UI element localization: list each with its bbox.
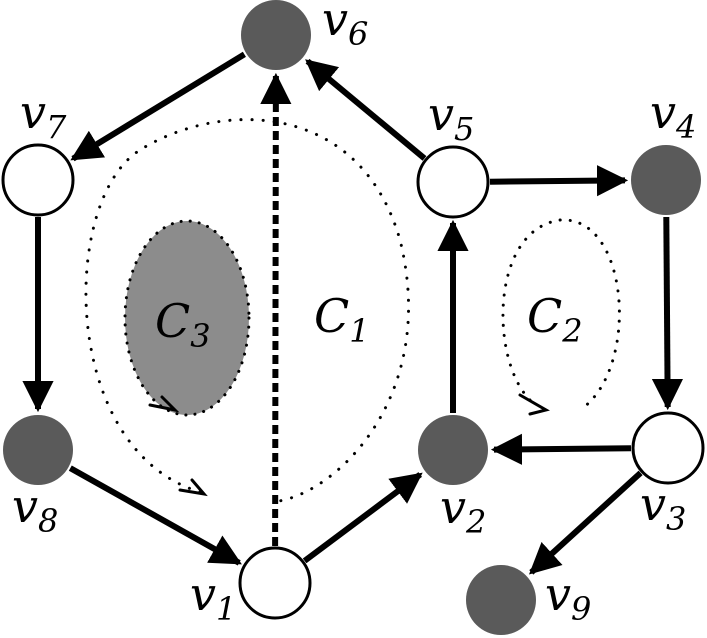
cycle-c3-arrow-icon [148, 395, 180, 413]
cycles-layer: C3 C1 C2 [84, 118, 621, 504]
edge-v3-to-v9-arrow [528, 470, 643, 575]
edge-v8-to-v1-arrow [68, 465, 242, 566]
vertex-v1-node [238, 546, 312, 620]
edge-v1-to-v2-arrow [302, 472, 423, 564]
vertex-v2-node [418, 415, 488, 485]
vertex-label-v4: v4 [650, 85, 696, 146]
cycle-label-c1: C1 [314, 289, 370, 350]
vertex-v9-node [466, 565, 536, 635]
cycle-label-c3: C3 [155, 294, 211, 355]
edge-v1-to-v6-arrow [260, 72, 292, 547]
vertex-label-v7: v7 [20, 85, 67, 146]
vertex-label-v5: v5 [428, 87, 474, 148]
edge-v6-to-v7-arrow [70, 51, 246, 162]
cycle-label-c2: C2 [527, 289, 583, 350]
vertex-label-v1: v1 [190, 567, 236, 628]
cycle-c2-path [501, 218, 621, 412]
vertex-v4-node [631, 145, 701, 215]
vertex-label-v2: v2 [440, 480, 486, 541]
vertex-label-v3: v3 [640, 477, 686, 538]
edge-v5-to-v4-arrow [489, 165, 629, 197]
edge-v3-to-v2-arrow [490, 433, 632, 465]
cycle-c1-path [84, 118, 411, 504]
vertex-v3-node [631, 411, 705, 485]
cycle-c3-region [123, 219, 251, 417]
edge-v5-to-v6-arrow [305, 58, 427, 161]
cycle-c2-arrow-icon [518, 393, 550, 416]
vertex-v8-node [3, 415, 73, 485]
edges-layer [22, 51, 684, 575]
labels-layer: v1 v2 v3 v4 v5 v6 v7 v8 v9 [12, 0, 696, 628]
vertex-label-v8: v8 [12, 479, 58, 540]
vertex-v7-node [1, 143, 75, 217]
vertex-v6-node [241, 0, 311, 70]
edge-v4-to-v3-arrow [651, 216, 684, 411]
vertex-label-v6: v6 [322, 0, 368, 53]
cycle-c1-arrow-icon [178, 478, 208, 497]
vertex-v5-node [416, 145, 490, 219]
vertex-label-v9: v9 [545, 567, 591, 628]
